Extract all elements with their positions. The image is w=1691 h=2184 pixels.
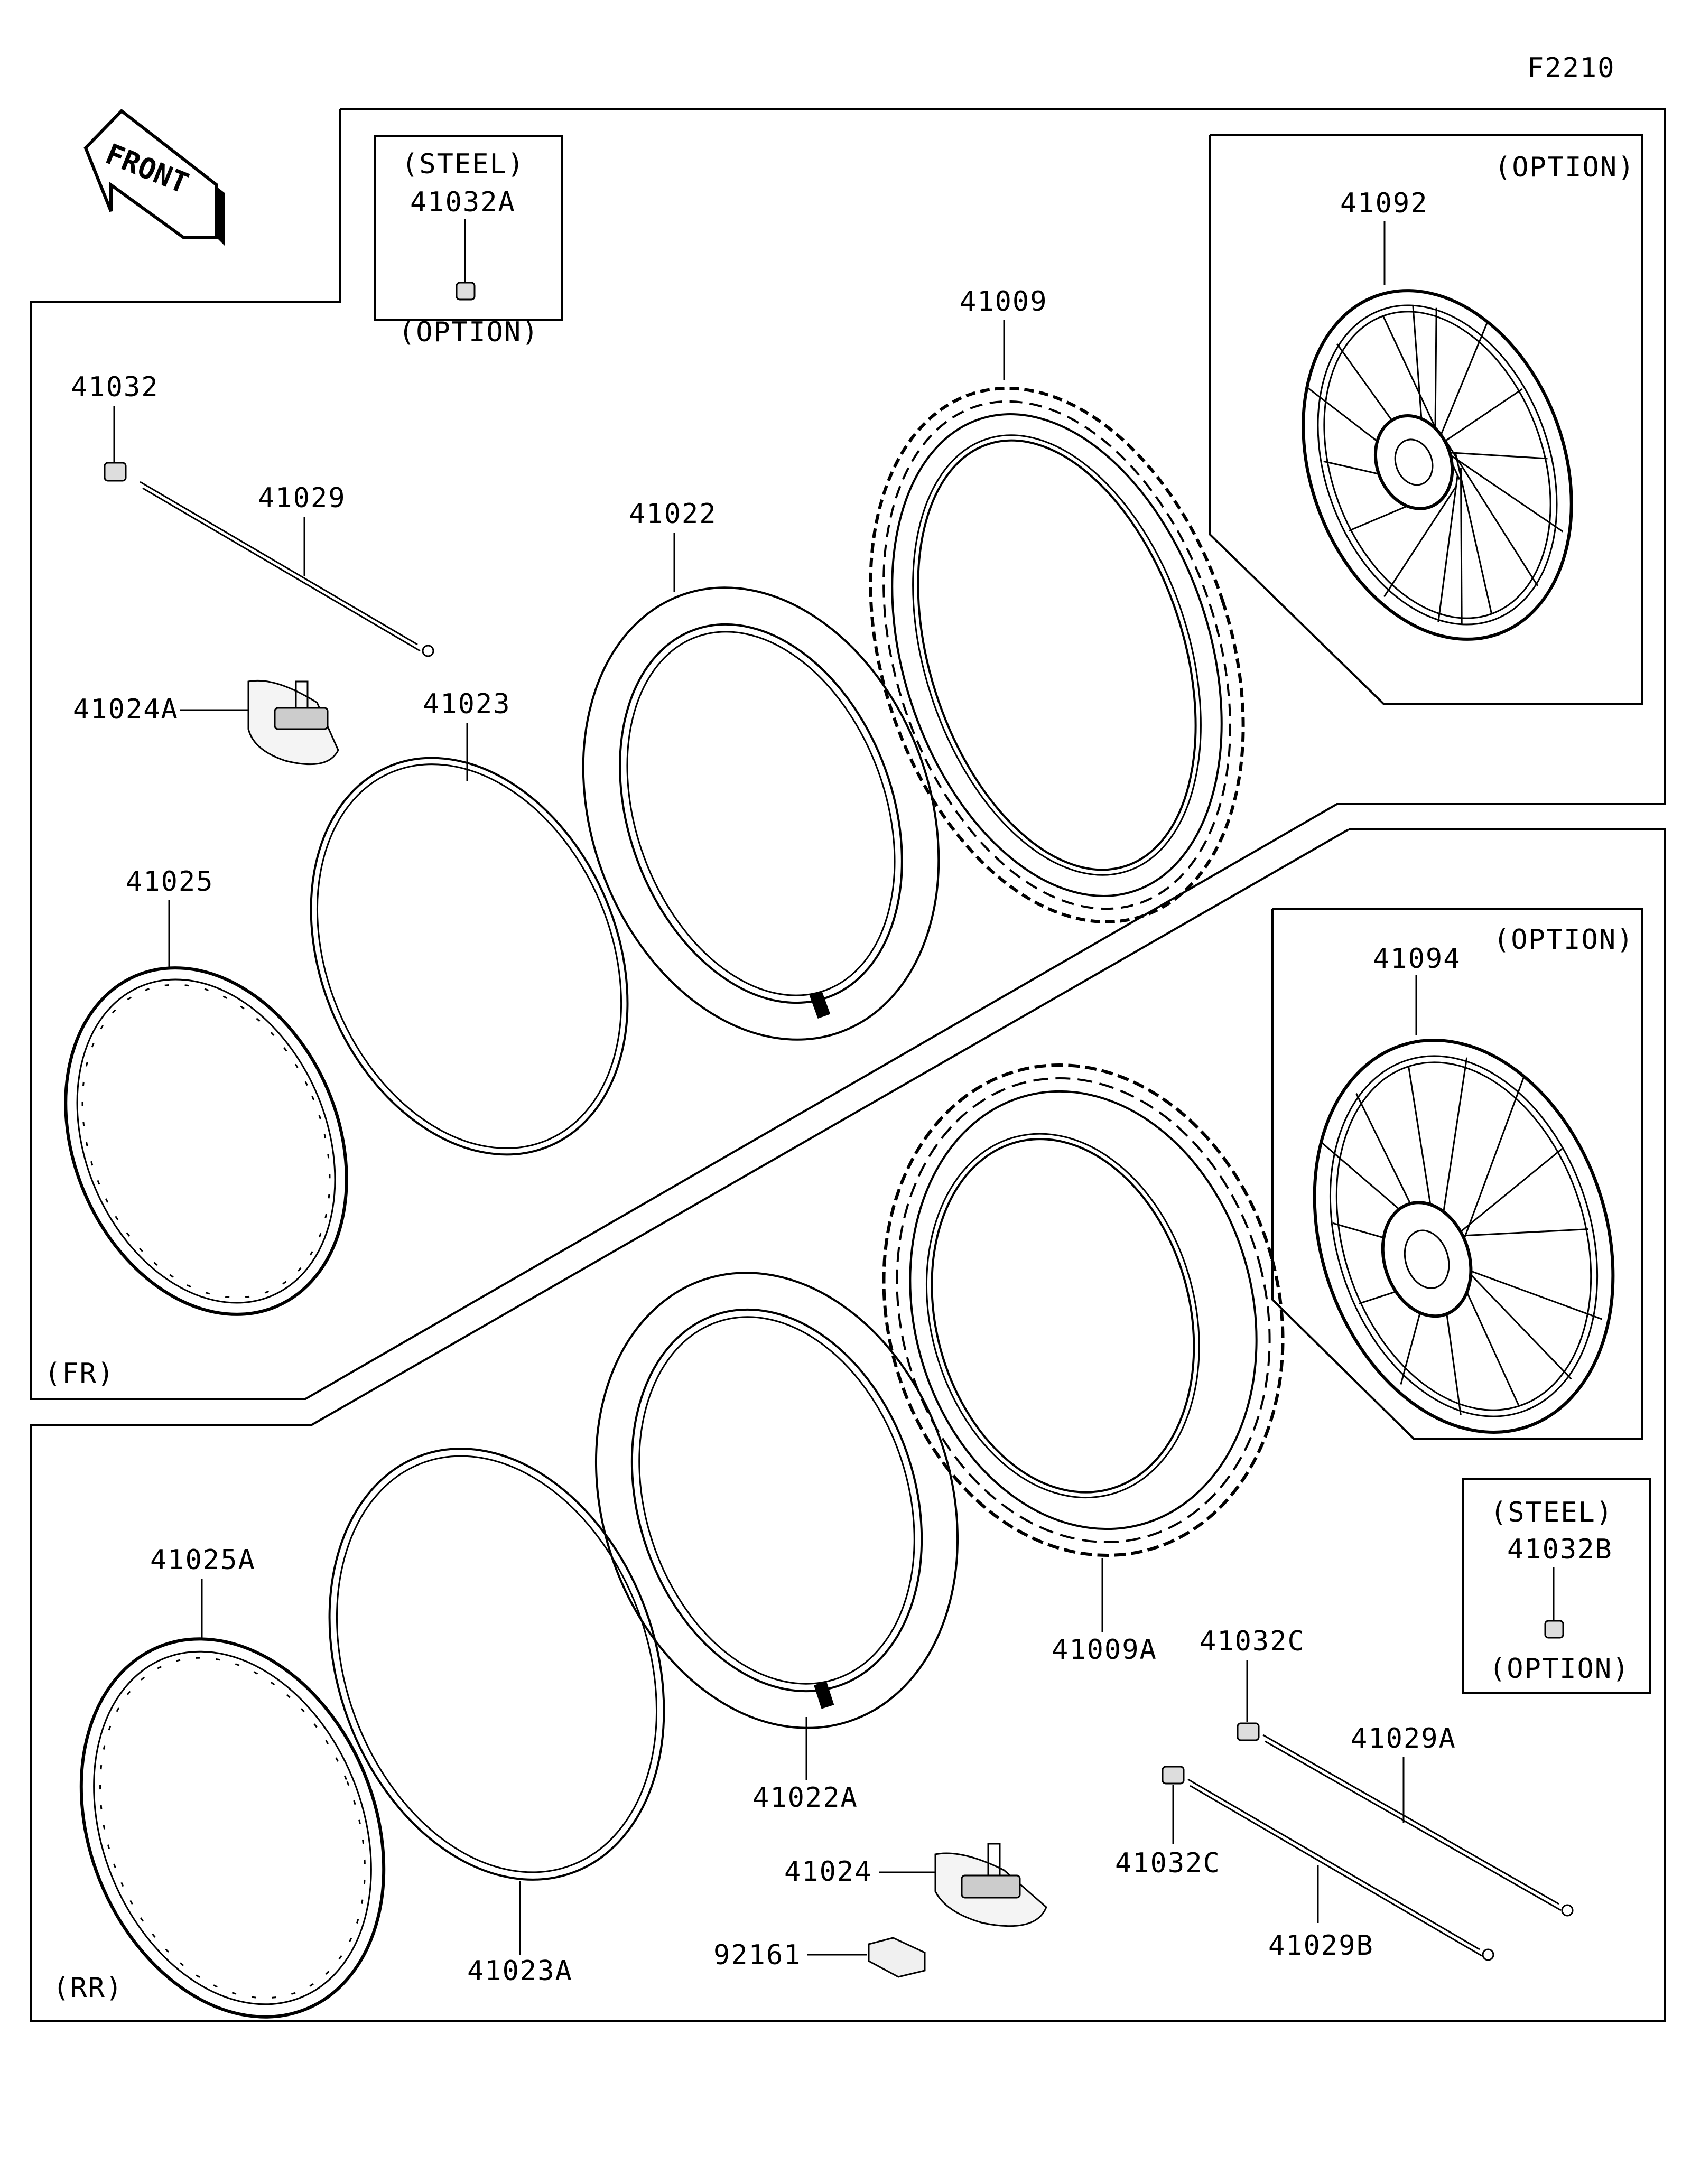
- label-41025A: 41025A: [150, 1544, 256, 1576]
- option-wheel-box-front: (OPTION) 41092: [1209, 134, 1643, 705]
- steel-rear-note: (OPTION): [1489, 1653, 1630, 1685]
- front-section-border: [30, 108, 1666, 1400]
- label-92161: 92161: [713, 1939, 802, 1971]
- option-wheel-box-rear: (OPTION) 41094: [1271, 908, 1643, 1440]
- label-41029A: 41029A: [1351, 1723, 1456, 1754]
- steel-option-box-rear: (STEEL) 41032B (OPTION): [1462, 1478, 1651, 1694]
- valve-cap-41032C-top: [1237, 1722, 1260, 1741]
- label-41023A: 41023A: [467, 1955, 573, 1987]
- label-41022: 41022: [629, 498, 717, 530]
- inner-tube-41022A: [594, 1272, 959, 1729]
- wheel-rear-part: 41094: [1373, 943, 1461, 975]
- label-41009: 41009: [960, 286, 1048, 318]
- rim-band-41023A: [328, 1448, 665, 1881]
- wheel-front-note: (OPTION): [1494, 152, 1635, 183]
- front-section-label: (FR): [44, 1358, 115, 1389]
- figure-code: F2210: [1527, 52, 1615, 84]
- spoked-wheel-front: [1302, 289, 1573, 641]
- label-41032C-bottom: 41032C: [1115, 1847, 1221, 1879]
- valve-cap-41032C-bottom: [1162, 1766, 1185, 1785]
- rim-band-41023: [310, 757, 629, 1156]
- steel-front-note: (OPTION): [398, 316, 539, 348]
- label-41025: 41025: [126, 866, 214, 898]
- steel-front-part: 41032A: [410, 186, 516, 218]
- label-41024: 41024: [784, 1856, 872, 1888]
- label-41029: 41029: [258, 482, 346, 514]
- steel-rear-part: 41032B: [1507, 1534, 1613, 1565]
- label-41024A: 41024A: [73, 694, 179, 725]
- label-41009A: 41009A: [1052, 1634, 1157, 1666]
- steel-option-box-front: (STEEL) 41032A (OPTION): [374, 135, 563, 348]
- label-41023: 41023: [423, 688, 511, 720]
- wheel-front-part: 41092: [1340, 188, 1428, 219]
- steel-front-material: (STEEL): [402, 148, 525, 180]
- spoked-wheel-rear: [1313, 1039, 1615, 1434]
- spoke-41029A: [1262, 1734, 1574, 1917]
- steel-rear-material: (STEEL): [1490, 1497, 1613, 1528]
- spoke-41029B: [1187, 1778, 1494, 1961]
- valve-cap-icon: [456, 282, 476, 301]
- rear-section-border: [30, 828, 1666, 2022]
- rear-section-label: (RR): [53, 1972, 123, 2004]
- rim-lock-41024: [934, 1843, 1047, 1927]
- tire-41009A: [882, 1063, 1285, 1557]
- inner-tube-41022: [582, 586, 940, 1041]
- rim-lock-41024A: [247, 679, 339, 766]
- tire-41009: [869, 387, 1245, 923]
- spoke-41029: [140, 481, 434, 657]
- valve-cap-41032: [104, 462, 127, 482]
- rim-41025: [64, 966, 348, 1316]
- wheel-rear-note: (OPTION): [1493, 924, 1634, 956]
- front-arrow-icon: FRONT: [83, 108, 225, 246]
- label-41029B: 41029B: [1268, 1930, 1374, 1962]
- label-41032: 41032: [71, 371, 159, 403]
- pad-92161: [868, 1937, 926, 1978]
- valve-cap-icon-rear: [1544, 1620, 1564, 1639]
- label-41022A: 41022A: [752, 1782, 858, 1814]
- label-41032C-top: 41032C: [1200, 1626, 1305, 1657]
